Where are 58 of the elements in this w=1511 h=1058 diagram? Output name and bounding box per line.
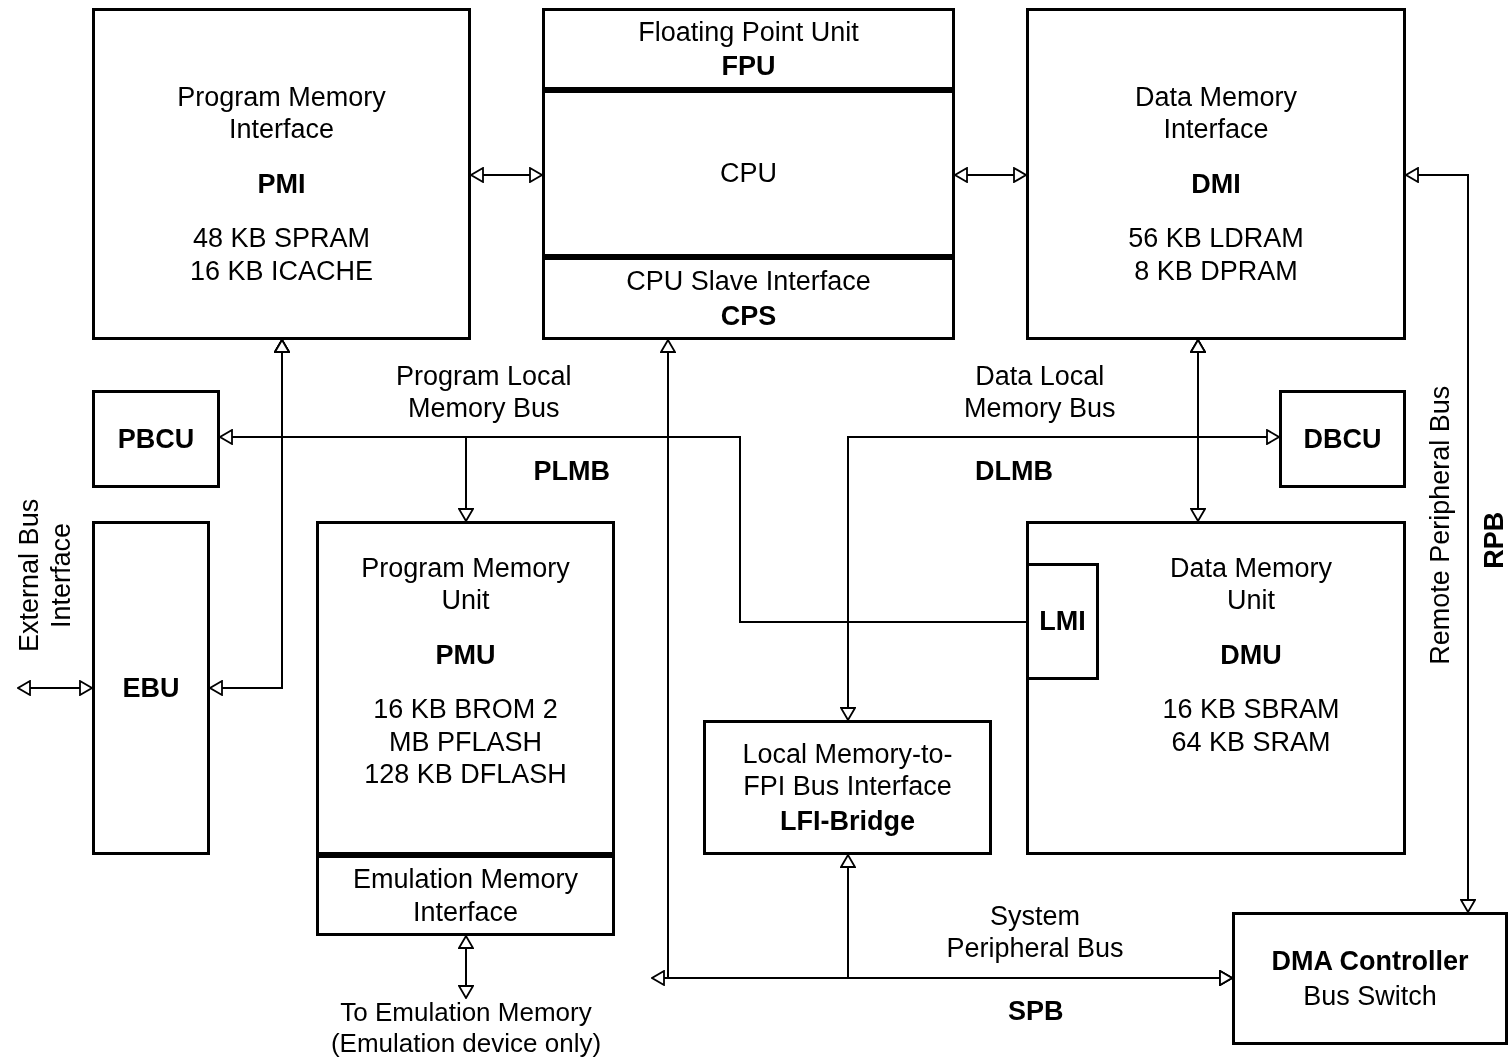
block-text: Floating Point Unit — [638, 15, 859, 48]
block-text: DMA Controller — [1271, 945, 1469, 978]
bus-arrow — [954, 167, 1027, 183]
bus-arrow — [458, 935, 474, 999]
block-text: To Emulation Memory (Emulation device only) — [329, 996, 603, 1058]
bus-name: Data Local Memory Bus — [964, 360, 1116, 425]
block-text: PMU — [435, 638, 496, 672]
block-box — [1026, 8, 1406, 340]
block-text: Program Memory Unit — [360, 552, 571, 617]
block-text: 16 KB BROM 2 MB PFLASH 128 KB DFLASH — [363, 693, 568, 791]
block-box — [1026, 521, 1406, 855]
block-text: Program Memory Interface — [176, 81, 387, 146]
bus-abbreviation: SPB — [1008, 995, 1064, 1028]
bus-abbreviation: RPB — [1477, 511, 1510, 569]
block-text: PMI — [257, 167, 306, 201]
control-unit-box — [92, 390, 220, 488]
bus-arrow — [274, 339, 1027, 623]
block-text: CPU — [720, 157, 777, 190]
bus-name: Program Local Memory Bus — [396, 360, 572, 425]
block-text: CPU Slave Interface — [626, 265, 871, 298]
block-box — [703, 720, 992, 855]
bus-arrow — [840, 339, 1206, 721]
block-text: DMU — [1220, 638, 1282, 672]
control-unit-box — [1279, 390, 1406, 488]
bus-arrow — [17, 680, 93, 696]
bus-name: Remote Peripheral Bus — [1423, 385, 1456, 665]
block-box — [1232, 912, 1508, 1045]
block-box — [316, 855, 615, 936]
block-text: Bus Switch — [1303, 979, 1437, 1012]
block-text: LFI-Bridge — [780, 804, 915, 838]
block-text: 16 KB SBRAM 64 KB SRAM — [1161, 693, 1341, 758]
block-text: 56 KB LDRAM 8 KB DPRAM — [1127, 222, 1305, 287]
block-box — [542, 90, 955, 257]
block-text: 48 KB SPRAM 16 KB ICACHE — [188, 222, 375, 287]
bus-arrow — [1405, 167, 1476, 913]
block-text: FPU — [721, 50, 776, 83]
bus-name: System Peripheral Bus — [946, 900, 1124, 965]
block-text: EBU — [122, 671, 180, 705]
block-text: Local Memory-to- FPI Bus Interface — [741, 737, 954, 803]
bus-abbreviation: PLMB — [533, 455, 610, 488]
block-text: CPS — [720, 299, 777, 332]
block-text: DBCU — [1303, 422, 1382, 456]
block-box — [542, 257, 955, 340]
block-text: DMI — [1191, 167, 1241, 201]
block-text: PBCU — [117, 422, 195, 456]
block-text: Data Memory Unit — [1168, 552, 1333, 617]
bus-arrow — [651, 970, 1233, 986]
block-box — [542, 8, 955, 90]
block-box — [92, 8, 471, 340]
bus-abbreviation: DLMB — [975, 455, 1053, 488]
block-text: Data Memory Interface — [1133, 81, 1298, 146]
interface-box — [1026, 563, 1099, 680]
bus-arrow — [470, 167, 543, 183]
block-text: Emulation Memory Interface — [351, 863, 580, 928]
block-box — [316, 521, 615, 855]
block-box — [92, 521, 210, 855]
block-text: LMI — [1039, 605, 1086, 638]
side-label: External Bus Interface — [12, 498, 78, 652]
